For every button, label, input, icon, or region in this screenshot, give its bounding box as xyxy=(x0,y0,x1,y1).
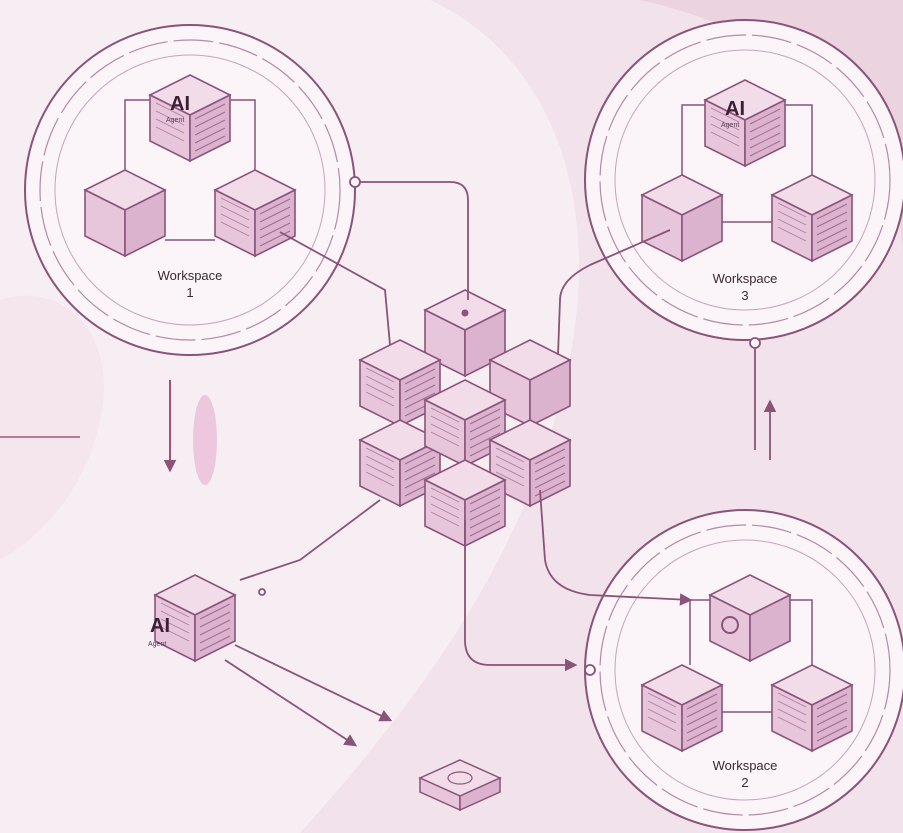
workspace-2-label: Workspace xyxy=(713,758,778,773)
output-tile xyxy=(418,759,502,812)
workspace-1-number: 1 xyxy=(186,285,193,300)
standalone-ai-subtitle: Agent xyxy=(148,641,166,648)
workspace-3-label: Workspace xyxy=(713,271,778,286)
central-hub xyxy=(359,289,571,547)
ws1-ai-title: AI xyxy=(170,93,190,115)
workspace-1-ring xyxy=(24,24,356,356)
workspace-3-ring xyxy=(584,19,903,341)
workspace-1-label: Workspace xyxy=(158,268,223,283)
workspace-2-group: Workspace 2 xyxy=(584,509,903,831)
ws3-ai-title: AI xyxy=(725,98,745,120)
ws3-ai-subtitle: Agent xyxy=(721,122,739,129)
workspace-3-number: 3 xyxy=(741,288,748,303)
standalone-ai-block: AI Agent xyxy=(148,574,236,662)
glow-accent xyxy=(193,395,217,485)
workspace-2-number: 2 xyxy=(741,775,748,790)
ws2-lock-icon xyxy=(721,616,739,634)
standalone-ai-title: AI xyxy=(150,615,170,637)
workspace-3-group: Workspace 3 AI Agent xyxy=(584,19,903,341)
connectors xyxy=(163,176,777,747)
ws1-ai-subtitle: Agent xyxy=(166,117,184,124)
workspace-1-group: Workspace 1 AI Agent xyxy=(24,24,356,356)
